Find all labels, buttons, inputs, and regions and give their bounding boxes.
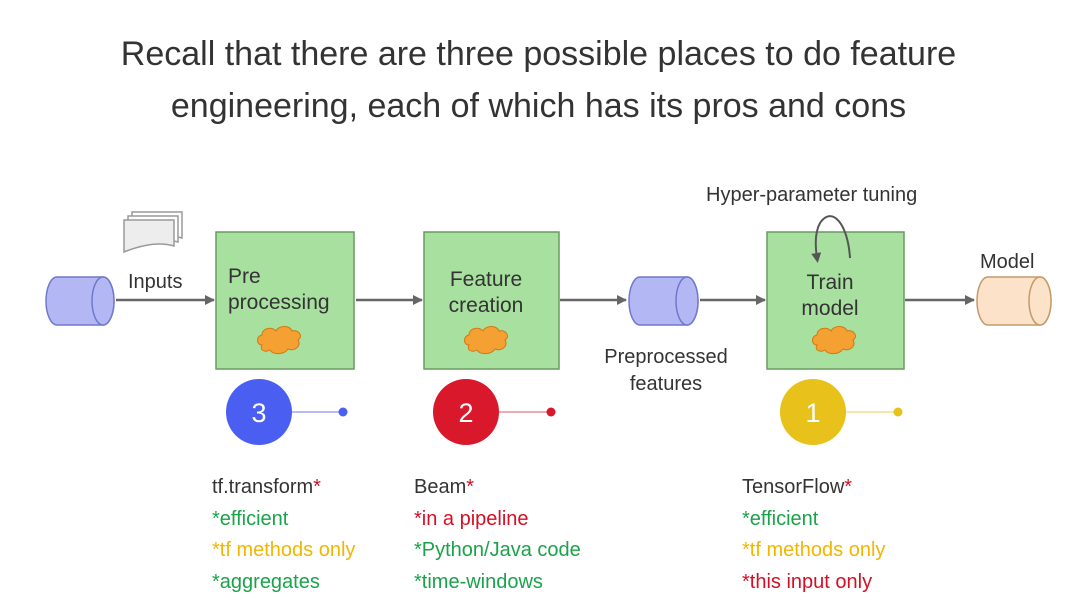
list-header: Beam* — [414, 476, 475, 498]
list-item: *tf methods only — [742, 539, 886, 561]
hyper-parameter-loop-arrow — [811, 215, 851, 263]
tensorflow-list: TensorFlow* *efficient *tf methods only … — [742, 472, 885, 598]
cloud-icon — [464, 326, 508, 355]
list-item: *efficient — [742, 507, 819, 530]
train-model-label: Train model — [801, 271, 859, 320]
list-header: tf.transform* — [212, 476, 321, 498]
feature-creation-label: Feature creation — [448, 268, 524, 317]
badge-1-number: 1 — [805, 398, 820, 428]
cloud-icon — [257, 326, 301, 355]
list-item: *efficient — [212, 507, 289, 530]
badge-2-number: 2 — [458, 398, 473, 428]
beam-list: Beam* *in a pipeline *Python/Java code *… — [414, 472, 581, 598]
inputs-label: Inputs — [128, 271, 183, 293]
model-cylinder-icon — [976, 276, 1052, 326]
list-header: TensorFlow* — [742, 476, 853, 498]
list-item: *in a pipeline — [414, 507, 529, 530]
list-item: *this input only — [742, 570, 873, 593]
cloud-icon — [812, 326, 856, 355]
list-item: *aggregates — [212, 570, 320, 593]
slide-title: Recall that there are three possible pla… — [0, 28, 1077, 132]
badge-1 — [780, 379, 903, 445]
hyper-parameter-tuning-label: Hyper-parameter tuning — [706, 184, 918, 206]
input-cylinder-icon — [45, 276, 115, 326]
tf-transform-list: tf.transform* *efficient *tf methods onl… — [212, 472, 355, 598]
list-item: *time-windows — [414, 570, 543, 593]
model-label: Model — [980, 251, 1035, 273]
list-item: *tf methods only — [212, 539, 356, 561]
badge-2 — [433, 379, 556, 445]
preprocessed-features-cylinder-icon — [628, 276, 699, 326]
preprocessed-features-label: Preprocessed features — [604, 346, 728, 395]
documents-icon — [123, 211, 183, 254]
preprocessing-label: Pre processing — [228, 265, 330, 314]
badge-3 — [226, 379, 348, 445]
title-line-1: Recall that there are three possible pla… — [120, 35, 957, 73]
badge-3-number: 3 — [251, 398, 266, 428]
list-item: *Python/Java code — [414, 539, 581, 561]
title-line-2: engineering, each of which has its pros … — [170, 87, 907, 125]
